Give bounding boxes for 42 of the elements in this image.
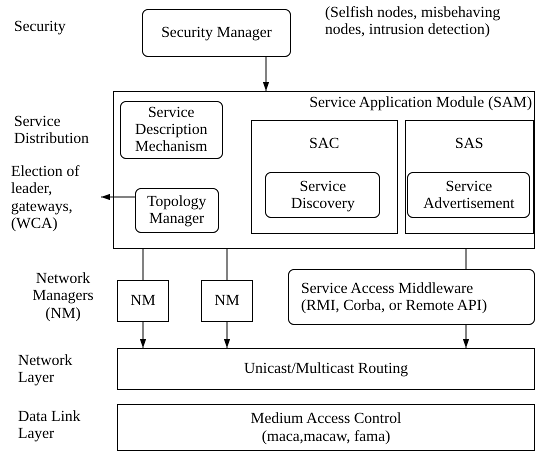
module-box [113, 91, 535, 249]
node-label: Security Manager [161, 24, 272, 42]
layer-label: Network Managers (NM) [31, 270, 95, 322]
arrow [262, 56, 270, 92]
arrow [140, 322, 146, 348]
component-box [404, 120, 534, 234]
node-label: Topology Manager [146, 192, 208, 228]
node-label: Service Advertisement [422, 178, 516, 213]
layer-label: Service Distribution [14, 113, 90, 148]
node-label: (RMI, Corba, or Remote API) [301, 297, 487, 314]
node-label: Unicast/Multicast Routing [244, 360, 408, 378]
layer-label: (Selfish nodes, misbehaving nodes, intrusion detection) [325, 4, 502, 39]
process-box [201, 280, 253, 322]
layer-box [117, 404, 535, 451]
node-label: SAC [309, 134, 340, 152]
node-label: Service Access Middleware [301, 280, 474, 297]
node-label: (maca,macaw, fama) [262, 428, 390, 445]
connector-line [142, 248, 144, 280]
rounded-box [407, 172, 530, 218]
arrow [100, 194, 136, 200]
node-label: NM [214, 292, 240, 310]
node-label: Medium Access Control [250, 410, 402, 428]
rounded-box [142, 9, 291, 57]
layer-label: Network Layer [18, 352, 74, 387]
node-label: SAS [454, 134, 484, 152]
connector-line [226, 248, 228, 280]
arrow [462, 324, 470, 348]
node-label: Service Discovery [290, 178, 356, 213]
component-box [250, 120, 398, 234]
node-label: Service Application Module (SAM) [309, 94, 532, 112]
layer-label: Security [14, 18, 67, 36]
layer-label: Data Link Layer [18, 408, 82, 443]
rounded-box [120, 100, 223, 159]
layer-box [117, 348, 535, 390]
rounded-box [288, 269, 535, 325]
arrow [224, 322, 230, 348]
node-label: NM [130, 292, 156, 310]
rounded-box [265, 172, 380, 218]
note-text: Election of leader, gateways, (WCA) [11, 163, 101, 251]
node-label: Service Description Mechanism [134, 104, 208, 156]
process-box [117, 280, 169, 322]
rounded-box [134, 188, 219, 233]
